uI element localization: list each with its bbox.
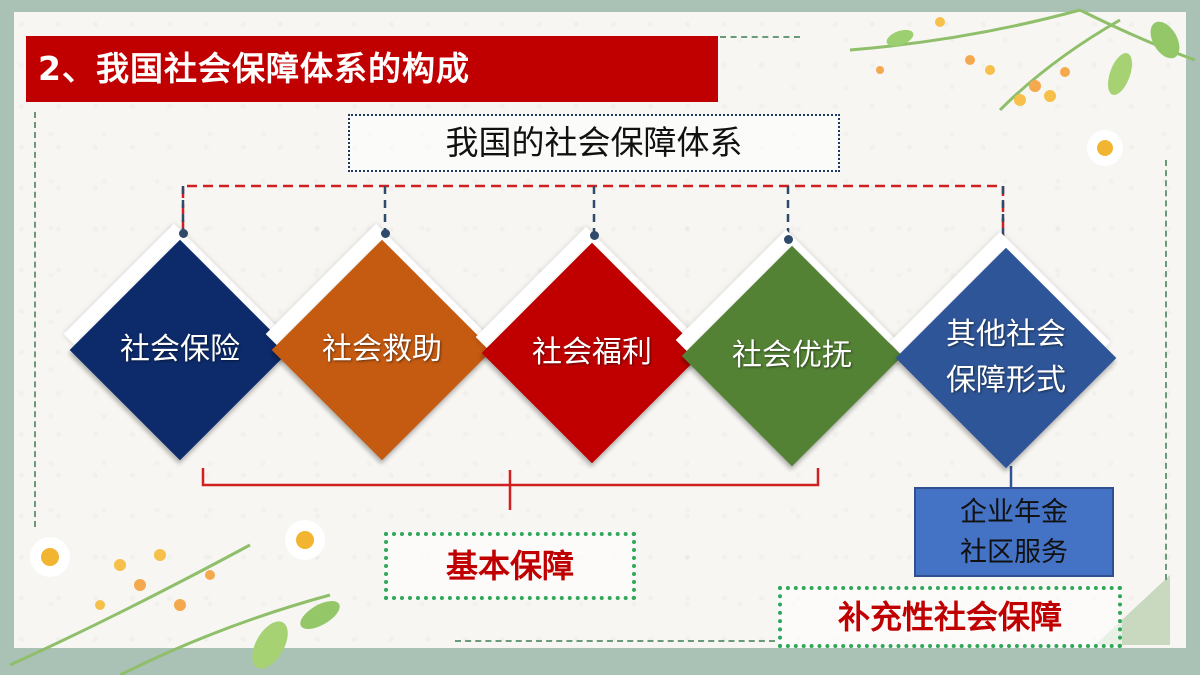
- pin-2: [381, 229, 390, 238]
- category-other-forms: 其他社会 保障形式: [889, 231, 1117, 469]
- root-node: 我国的社会保障体系: [348, 114, 840, 172]
- other-forms-line2: 社区服务: [960, 537, 1068, 568]
- pin-4: [784, 235, 793, 244]
- right-dashed-border: [1165, 160, 1167, 580]
- category-label-line1: 其他社会: [946, 317, 1066, 352]
- category-label-line2: 保障形式: [946, 363, 1066, 398]
- category-label: 社会优抚: [732, 338, 852, 373]
- bottom-dashed-border: [455, 640, 775, 642]
- category-social-welfare: 社会福利: [475, 226, 703, 464]
- category-label: 社会福利: [532, 335, 652, 370]
- other-forms-line1: 企业年金: [960, 497, 1068, 528]
- basic-security-label: 基本保障: [384, 532, 636, 600]
- category-social-assistance: 社会救助: [265, 223, 493, 461]
- title-dashed-line: [720, 36, 800, 38]
- supplementary-security-label: 补充性社会保障: [778, 586, 1122, 648]
- floral-decoration-bottom-left: [9, 520, 340, 675]
- category-special-care: 社会优抚: [675, 229, 903, 467]
- other-forms-box: 企业年金 社区服务: [914, 487, 1114, 577]
- category-social-insurance: 社会保险: [63, 223, 291, 461]
- left-dashed-border: [34, 112, 36, 527]
- floral-decoration-top-right: [849, 8, 1196, 166]
- category-label: 其他社会 保障形式: [896, 248, 1116, 468]
- category-label: 社会保险: [120, 332, 240, 367]
- basic-brace: [201, 468, 820, 510]
- pin-3: [590, 231, 599, 240]
- slide-title: 2、我国社会保障体系的构成: [26, 36, 718, 102]
- category-label: 社会救助: [322, 332, 442, 367]
- pin-1: [179, 229, 188, 238]
